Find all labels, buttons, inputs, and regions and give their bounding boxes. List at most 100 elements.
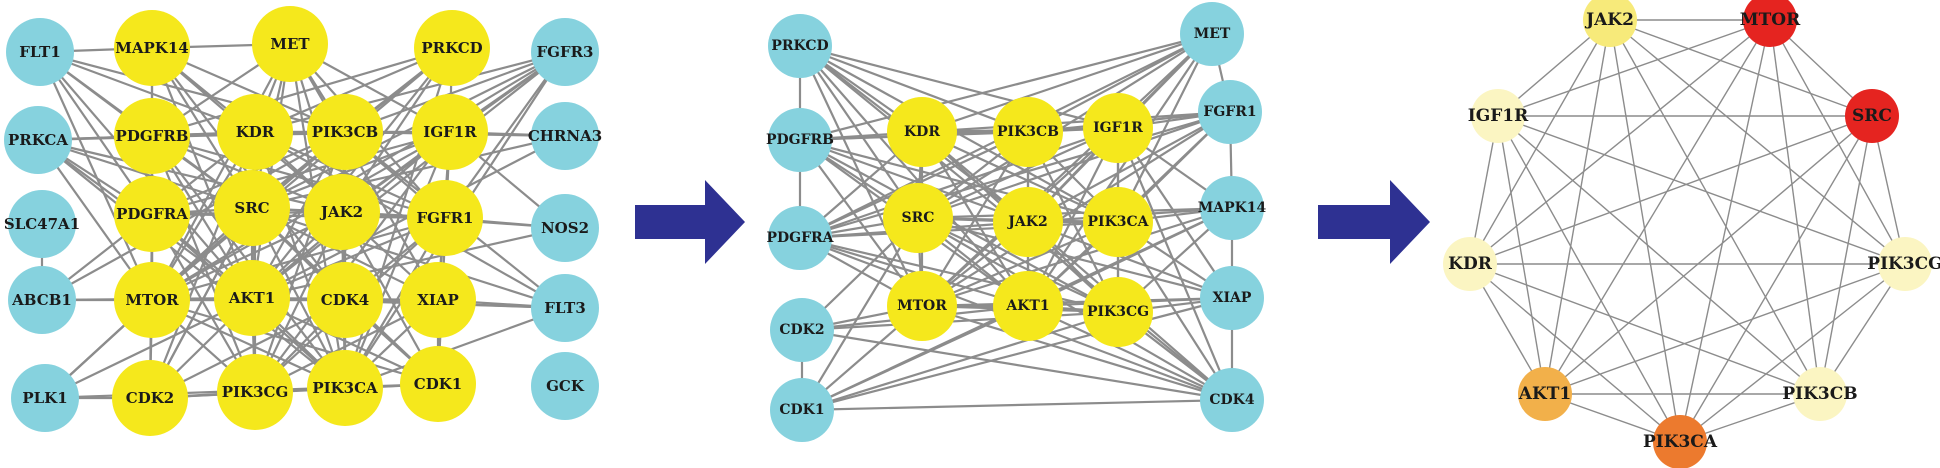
- node-circle: [217, 94, 293, 170]
- node-prkcd: PRKCD: [414, 10, 490, 86]
- node-pik3cg: PIK3CG: [1867, 237, 1940, 291]
- node-circle: [412, 94, 488, 170]
- edge-src-akt1: [1544, 115, 1873, 395]
- node-pik3cb: PIK3CB: [307, 94, 383, 170]
- edge-jak2-kdr: [1469, 19, 1611, 265]
- edge-met-akt1: [250, 43, 292, 299]
- node-label: AKT1: [228, 289, 275, 307]
- edge-mtor-pik3cg: [1769, 19, 1906, 265]
- node-label: PRKCA: [8, 131, 68, 149]
- edge-cdk2-pik3cg: [801, 310, 1119, 332]
- edge-met-src: [917, 33, 1213, 219]
- node-circle: [531, 18, 599, 86]
- edge-mtor-igf1r: [1497, 19, 1771, 117]
- node-circle: [1743, 0, 1797, 47]
- node-circle: [768, 108, 832, 172]
- edge-fgfr3-mtor: [151, 51, 566, 301]
- edge-xiap-cdk1: [801, 296, 1233, 412]
- edge-igf1r-pik3cg: [254, 131, 451, 393]
- node-cdk2: CDK2: [112, 360, 188, 436]
- edge-prkcd-igf1r: [799, 44, 1119, 130]
- node-label: IGF1R: [1468, 106, 1529, 126]
- node-pdgfrb: PDGFRB: [766, 108, 834, 172]
- node-mtor: MTOR: [1740, 0, 1801, 47]
- node-met: MET: [1180, 2, 1244, 66]
- node-xiap: XIAP: [1200, 266, 1264, 330]
- edge-kdr-pik3ca: [1469, 263, 1681, 443]
- edge-met-kdr: [921, 32, 1213, 134]
- node-label: PLK1: [22, 389, 67, 407]
- node-label: MET: [270, 35, 310, 53]
- edge-chrna3-src: [251, 134, 566, 210]
- node-src: SRC: [214, 170, 290, 246]
- node-label: ABCB1: [11, 291, 72, 309]
- node-label: GCK: [546, 377, 585, 395]
- edge-met-pdgfrb: [799, 32, 1213, 142]
- node-cdk4: CDK4: [1200, 368, 1264, 432]
- edge-met-mtor: [151, 43, 291, 301]
- node-label: CDK4: [1209, 392, 1254, 408]
- node-circle: [307, 94, 383, 170]
- node-label: FLT3: [544, 299, 586, 317]
- node-met: MET: [252, 6, 328, 82]
- node-circle: [1083, 93, 1153, 163]
- edge-igf1r-pik3cg: [1497, 115, 1906, 265]
- edge-pik3ca-mtor: [921, 220, 1119, 308]
- edge-pdgfra-fgfr1: [151, 212, 446, 220]
- node-mtor: MTOR: [887, 271, 957, 341]
- edge-igf1r-pik3ca: [343, 131, 452, 389]
- node-circle: [531, 274, 599, 342]
- edge-mtor-akt1: [1544, 19, 1771, 395]
- node-label: CDK1: [414, 375, 462, 393]
- edge-src-mapk14: [917, 206, 1233, 220]
- edge-flt3-src: [251, 206, 566, 310]
- node-label: JAK2: [319, 203, 363, 221]
- node-label: MET: [1194, 26, 1231, 42]
- node-circle: [1198, 80, 1262, 144]
- node-kdr: KDR: [1443, 237, 1497, 291]
- edge-flt3-pik3ca: [344, 306, 566, 390]
- edge-pik3cg-pik3ca: [1679, 263, 1906, 443]
- node-label: JAK2: [1584, 10, 1634, 30]
- node-circle: [768, 206, 832, 270]
- node-pik3ca: PIK3CA: [307, 350, 383, 426]
- edge-mtor-cdk1: [151, 298, 439, 386]
- node-circle: [770, 298, 834, 362]
- node-circle: [531, 194, 599, 262]
- node-xiap: XIAP: [400, 262, 476, 338]
- node-circle: [4, 106, 72, 174]
- node-circle: [1200, 266, 1264, 330]
- node-label: JAK2: [1006, 214, 1047, 230]
- node-label: AKT1: [1518, 384, 1571, 404]
- node-akt1: AKT1: [1518, 367, 1572, 421]
- node-label: MTOR: [897, 298, 947, 314]
- edge-kdr-pik3ca: [921, 131, 1119, 223]
- node-cdk1: CDK1: [770, 378, 834, 442]
- node-mtor: MTOR: [114, 262, 190, 338]
- node-label: SRC: [902, 210, 935, 226]
- node-label: PIK3CG: [1867, 254, 1940, 274]
- right-arrow-1: [635, 180, 745, 264]
- node-label: PIK3CA: [1088, 214, 1150, 230]
- node-label: SLC47A1: [4, 215, 80, 233]
- node-cdk2: CDK2: [770, 298, 834, 362]
- node-kdr: KDR: [217, 94, 293, 170]
- edge-flt1-pik3cb: [39, 50, 346, 134]
- node-label: PIK3CG: [1087, 304, 1149, 320]
- node-gck: GCK: [531, 352, 599, 420]
- node-circle: [531, 102, 599, 170]
- node-circle: [887, 97, 957, 167]
- node-label: XIAP: [417, 291, 459, 309]
- node-label: KDR: [904, 124, 940, 140]
- node-label: CDK4: [321, 291, 369, 309]
- node-circle: [8, 190, 76, 258]
- node-label: CDK1: [779, 402, 824, 418]
- node-fgfr3: FGFR3: [531, 18, 599, 86]
- edge-pdgfrb-jak2: [799, 138, 1029, 224]
- node-label: PDGFRB: [116, 127, 189, 145]
- edge-cdk1-cdk4: [801, 398, 1233, 412]
